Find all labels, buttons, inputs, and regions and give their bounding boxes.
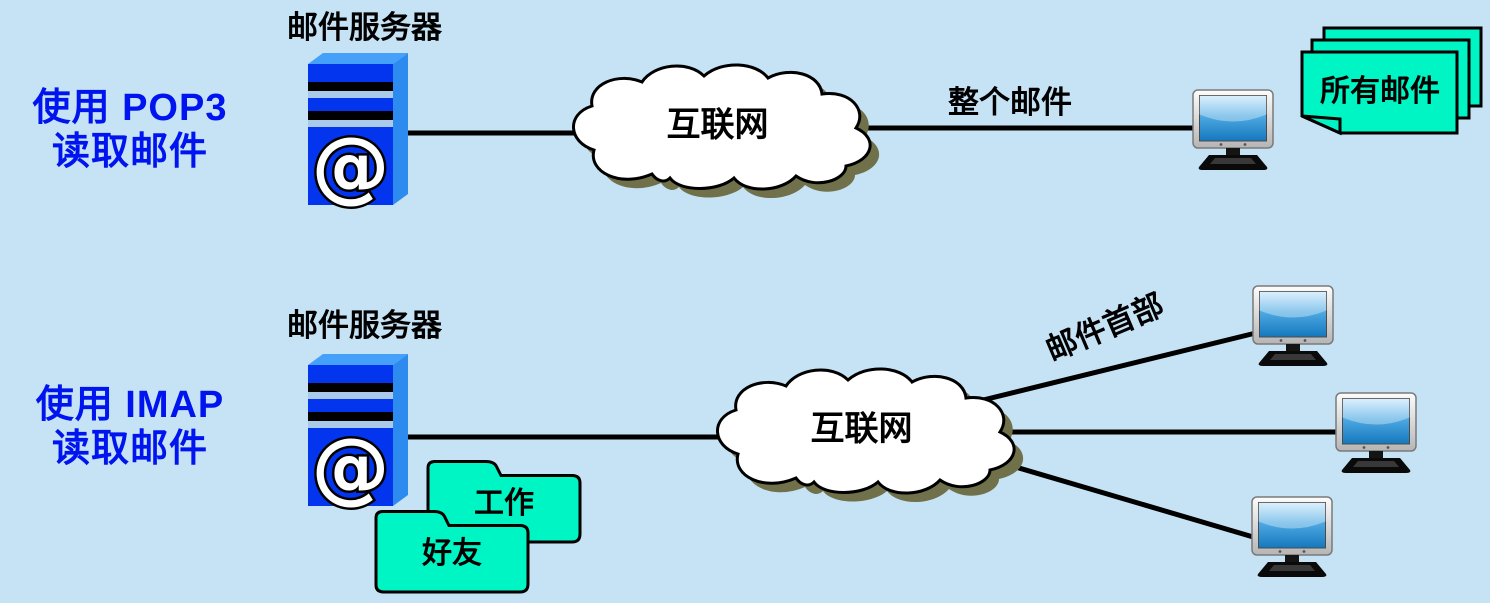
computer-icon xyxy=(1335,392,1417,474)
work-folder-label: 工作 xyxy=(474,487,534,520)
computer-icon xyxy=(1251,496,1333,578)
all-mail-label: 所有邮件 xyxy=(1320,75,1440,108)
imap-internet-label: 互联网 xyxy=(810,410,913,448)
pop3-mail-server-label: 邮件服务器 xyxy=(287,10,442,45)
mail-server-icon xyxy=(308,53,408,212)
imap-mail-server-label: 邮件服务器 xyxy=(287,308,442,343)
friends-folder-icon xyxy=(374,510,530,594)
pop3-title-line2: 读取邮件 xyxy=(51,131,208,174)
pop3-title-line1: 使用 POP3 xyxy=(32,87,228,129)
mail-server-icon xyxy=(308,354,408,513)
pop3-internet-label: 互联网 xyxy=(666,106,769,144)
imap-title-line2: 读取邮件 xyxy=(51,428,208,471)
pop3-section-title: 使用 POP3 读取邮件 xyxy=(2,86,258,174)
friends-folder-label: 好友 xyxy=(422,537,482,570)
imap-section-title: 使用 IMAP 读取邮件 xyxy=(2,383,258,471)
whole-mail-label: 整个邮件 xyxy=(948,85,1072,120)
computer-icon xyxy=(1252,285,1334,367)
imap-cloud-to-computer3-line xyxy=(974,452,1261,542)
imap-title-line1: 使用 IMAP xyxy=(35,384,225,426)
computer-icon xyxy=(1192,89,1274,171)
imap-cloud-to-computer1-line xyxy=(974,327,1269,405)
mail-stack-icon xyxy=(1300,26,1483,136)
